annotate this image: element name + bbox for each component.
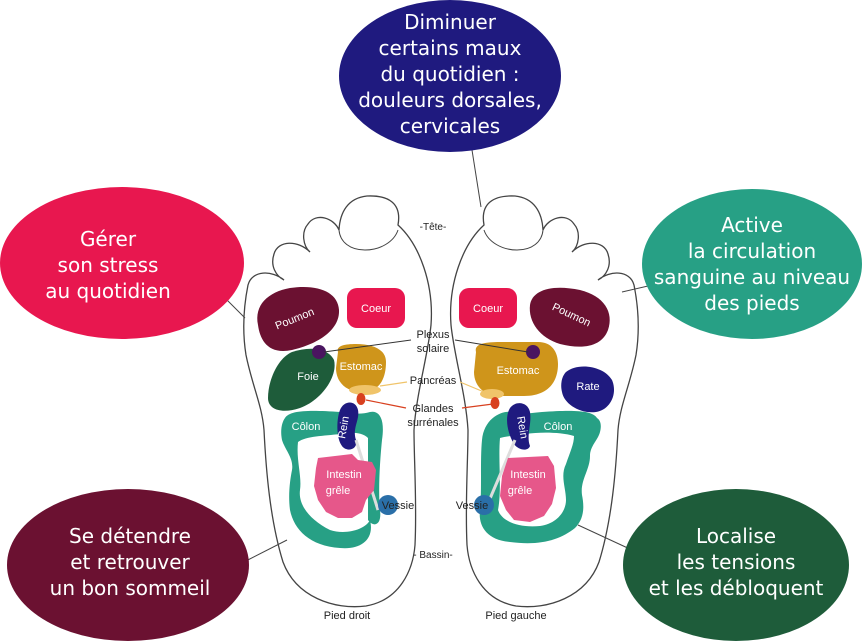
bubble-top: Diminuer certains maux du quotidien : do… <box>339 0 561 152</box>
right-colon-label: Côlon <box>292 421 321 433</box>
connector-left <box>224 297 246 319</box>
pancreas-line-right <box>459 381 485 393</box>
bubble-left: Gérer son stress au quotidien <box>0 187 244 339</box>
left-rein <box>507 403 531 450</box>
right-rein-label: Rein <box>336 415 352 439</box>
right-foie-label: Foie <box>297 371 318 383</box>
bubble-bottom-right: Localise les tensions et les débloquent <box>623 489 849 641</box>
right-foie <box>268 348 335 411</box>
left-intestin-label-1: Intestin <box>510 469 545 481</box>
bubble-bottom-left-line-1: Se détendre <box>69 524 191 548</box>
bubble-top-line-1: Diminuer <box>404 10 497 34</box>
bubble-left-line-1: Gérer <box>80 227 137 251</box>
bubble-bottom-left-shape <box>7 489 249 641</box>
bubble-bottom-left-line-2: et retrouver <box>70 550 190 574</box>
left-glande <box>490 397 500 409</box>
bubble-left-line-3: au quotidien <box>45 279 171 303</box>
bubble-left-shape <box>0 187 244 339</box>
bubble-bottom-right-line-1: Localise <box>696 524 776 548</box>
left-poumon <box>529 287 610 347</box>
bubble-top-line-5: cervicales <box>400 114 500 138</box>
bubble-bottom-right-shape <box>623 489 849 641</box>
bubble-bottom-left-line-3: un bon sommeil <box>50 576 211 600</box>
right-pancreas <box>349 385 381 395</box>
bubble-bottom-right-line-2: les tensions <box>677 550 796 574</box>
bubble-top-line-2: certains maux <box>379 36 522 60</box>
left-rein-label: Rein <box>514 415 530 439</box>
left-foot: Coeur Poumon Estomac Rate Côlon Rein Int… <box>449 195 639 608</box>
bubble-right-shape <box>642 189 862 339</box>
right-plexus-dot <box>312 345 326 359</box>
bubble-bottom-left: Se détendre et retrouver un bon sommeil <box>7 489 249 641</box>
plexus-label-2: solaire <box>417 343 449 355</box>
glandes-label-1: Glandes <box>413 403 454 415</box>
bubble-right-line-1: Active <box>721 213 783 237</box>
right-vessie-label: Vessie <box>382 500 414 512</box>
bassin-label: - Bassin- <box>413 550 452 561</box>
pancreas-line-left <box>379 381 408 387</box>
bubble-top-shape <box>339 0 561 152</box>
right-intestin-label-1: Intestin <box>326 469 361 481</box>
right-coeur-label: Coeur <box>361 303 391 315</box>
left-coeur-label: Coeur <box>473 303 503 315</box>
tete-label: -Tête- <box>420 222 447 233</box>
left-vessie <box>474 495 494 515</box>
left-intestin-label-2: grêle <box>508 485 532 497</box>
left-estomac-label: Estomac <box>497 365 540 377</box>
bubble-right: Active la circulation sanguine au niveau… <box>642 189 862 339</box>
pied-gauche-label: Pied gauche <box>485 610 546 622</box>
right-colon <box>281 410 383 549</box>
bubble-bottom-right-line-3: et les débloquent <box>649 576 824 600</box>
right-intestin <box>314 454 376 518</box>
left-rate-label: Rate <box>576 381 599 393</box>
right-estomac-label: Estomac <box>340 361 383 373</box>
bubble-right-line-2: la circulation <box>688 239 816 263</box>
left-intestin <box>500 456 556 522</box>
plexus-label-1: Plexus <box>416 329 450 341</box>
left-foot-outline <box>449 195 639 608</box>
bubble-top-line-3: du quotidien : <box>380 62 519 86</box>
bubble-right-line-4: des pieds <box>704 291 799 315</box>
left-plexus-dot <box>526 345 540 359</box>
pancreas-label: Pancréas <box>410 375 457 387</box>
left-vessie-label: Vessie <box>456 500 488 512</box>
left-rate <box>561 366 615 413</box>
right-glande <box>356 393 366 405</box>
right-foot: Poumon Coeur Foie Estomac Côlon Rein Int… <box>243 195 433 608</box>
right-foot-outline <box>243 195 433 608</box>
plexus-line-right <box>454 339 529 353</box>
right-estomac <box>336 344 386 392</box>
left-colon <box>479 410 601 544</box>
right-vessie <box>378 495 398 515</box>
bubble-top-line-4: douleurs dorsales, <box>358 88 542 112</box>
right-rein <box>337 402 359 450</box>
pied-droit-label: Pied droit <box>324 610 370 622</box>
left-colon-label: Côlon <box>544 421 573 433</box>
bubble-right-line-3: sanguine au niveau <box>654 265 850 289</box>
right-intestin-label-2: grêle <box>326 485 350 497</box>
left-pancreas <box>480 389 504 399</box>
glandes-line-left <box>365 399 407 409</box>
glandes-label-2: surrénales <box>407 417 459 429</box>
plexus-line-left <box>323 339 412 353</box>
connector-top <box>471 149 482 208</box>
left-coeur <box>459 288 517 328</box>
glandes-line-right <box>461 403 494 409</box>
right-coeur <box>347 288 405 328</box>
bubble-left-line-2: son stress <box>58 253 159 277</box>
right-poumon <box>257 286 340 351</box>
left-ureter <box>484 439 517 509</box>
